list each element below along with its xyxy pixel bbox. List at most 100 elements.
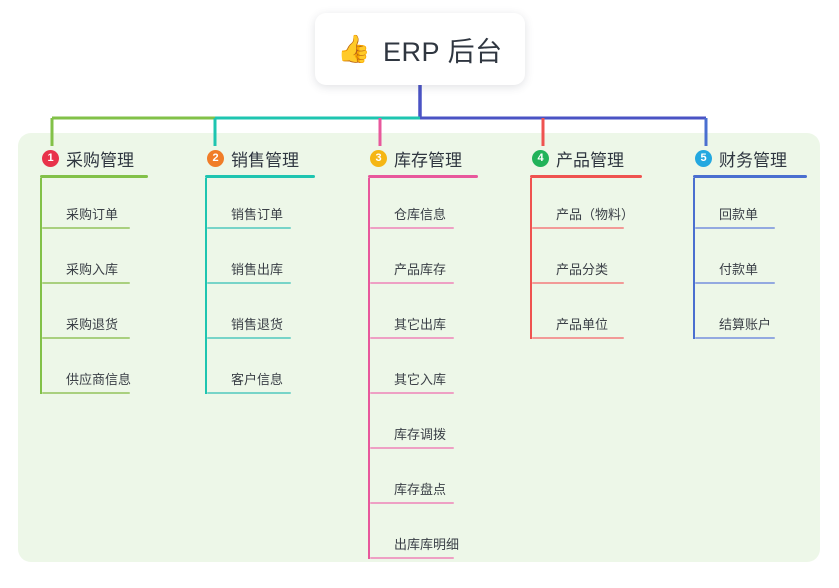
branch-item-label: 采购退货 [66,317,119,332]
branch-spine-5 [693,178,695,339]
branch-spine-1 [40,178,42,394]
branch-item-underline [695,282,775,284]
branch-spine-3 [368,178,370,559]
branch-item-underline [532,337,624,339]
branch-item-underline [370,502,454,504]
branch-item[interactable]: 产品单位 [530,288,642,343]
root-title: ERP 后台 [383,36,503,67]
branch-item[interactable]: 销售出库 [205,233,315,288]
branch-item[interactable]: 产品分类 [530,233,642,288]
root-node[interactable]: 👍 ERP 后台 [315,13,525,85]
branch-item-underline [42,392,130,394]
branches-panel [18,133,820,562]
branch-item[interactable]: 产品（物料） [530,178,642,233]
branch-item-label: 回款单 [719,207,759,222]
branch-title-5: 财务管理 [719,150,787,170]
branch-column-3: 3 库存管理仓库信息产品库存其它出库其它入库库存调拨库存盘点出库库明细 [368,146,478,563]
branch-badge-4: 4 [532,149,549,167]
branch-item-label: 库存盘点 [394,482,447,497]
branch-item-label: 销售订单 [231,207,284,222]
branch-badge-1: 1 [42,149,59,167]
branch-item[interactable]: 其它入库 [368,343,478,398]
branch-item-label: 客户信息 [231,372,284,387]
branch-item[interactable]: 采购退货 [40,288,148,343]
branch-item[interactable]: 采购入库 [40,233,148,288]
branch-item-underline [532,282,624,284]
branch-item-label: 其它入库 [394,372,447,387]
branch-items-3: 仓库信息产品库存其它出库其它入库库存调拨库存盘点出库库明细 [368,178,478,563]
branch-item[interactable]: 库存盘点 [368,453,478,508]
branch-underline-5 [693,175,807,178]
branch-item[interactable]: 仓库信息 [368,178,478,233]
branch-item[interactable]: 供应商信息 [40,343,148,398]
branch-item[interactable]: 客户信息 [205,343,315,398]
branch-column-4: 4 产品管理产品（物料） 产品分类产品单位 [530,146,642,343]
branch-title-1: 采购管理 [66,150,134,170]
branch-header-3[interactable]: 3 库存管理 [368,146,478,170]
branch-item-label: 出库库明细 [394,537,460,552]
branch-item[interactable]: 库存调拨 [368,398,478,453]
branch-item[interactable]: 付款单 [693,233,807,288]
branch-item-label: 其它出库 [394,317,447,332]
branch-item[interactable]: 回款单 [693,178,807,233]
branch-item-label: 供应商信息 [66,372,132,387]
branch-item-label: 产品分类 [556,262,609,277]
thumbs-up-icon: 👍 [337,33,372,64]
branch-item-label: 采购入库 [66,262,119,277]
branch-item-underline [207,392,291,394]
branch-item-underline [42,227,130,229]
branch-spine-4 [530,178,532,339]
branch-item-label: 销售退货 [231,317,284,332]
branch-item-underline [370,447,454,449]
branch-item-label: 产品（物料） [556,207,635,222]
branch-item[interactable]: 产品库存 [368,233,478,288]
branch-item-underline [207,282,291,284]
branch-title-3: 库存管理 [394,150,462,170]
branch-item-label: 产品库存 [394,262,447,277]
branch-item[interactable]: 其它出库 [368,288,478,343]
branch-item-label: 仓库信息 [394,207,447,222]
branch-item[interactable]: 销售退货 [205,288,315,343]
branch-items-2: 销售订单销售出库销售退货客户信息 [205,178,315,398]
branch-item-label: 库存调拨 [394,427,447,442]
branch-item-underline [370,557,454,559]
branch-item[interactable]: 销售订单 [205,178,315,233]
branch-items-5: 回款单付款单结算账户 [693,178,807,343]
branch-header-4[interactable]: 4 产品管理 [530,146,642,170]
branch-item-underline [370,392,454,394]
branch-underline-2 [205,175,315,178]
branch-item[interactable]: 结算账户 [693,288,807,343]
branch-title-4: 产品管理 [556,150,624,170]
branch-header-5[interactable]: 5 财务管理 [693,146,807,170]
branch-item[interactable]: 采购订单 [40,178,148,233]
branch-item-label: 销售出库 [231,262,284,277]
branch-spine-2 [205,178,207,394]
branch-items-4: 产品（物料） 产品分类产品单位 [530,178,642,343]
branch-item-label: 付款单 [719,262,759,277]
branch-item-underline [42,282,130,284]
branch-column-1: 1 采购管理采购订单采购入库采购退货供应商信息 [40,146,148,398]
branch-item-underline [42,337,130,339]
branch-item-label: 采购订单 [66,207,119,222]
branch-badge-5: 5 [695,149,712,167]
branch-underline-1 [40,175,148,178]
branch-badge-3: 3 [370,149,387,167]
branch-item-underline [532,227,624,229]
branch-title-2: 销售管理 [231,150,299,170]
branch-header-1[interactable]: 1 采购管理 [40,146,148,170]
branch-underline-4 [530,175,642,178]
branch-item-underline [207,227,291,229]
branch-item-underline [695,337,775,339]
branch-item-underline [207,337,291,339]
branch-item[interactable]: 出库库明细 [368,508,478,563]
branch-badge-2: 2 [207,149,224,167]
branch-item-underline [370,337,454,339]
branch-item-label: 产品单位 [556,317,609,332]
branch-column-5: 5 财务管理回款单付款单结算账户 [693,146,807,343]
branch-underline-3 [368,175,478,178]
branch-items-1: 采购订单采购入库采购退货供应商信息 [40,178,148,398]
branch-item-underline [370,227,454,229]
branch-header-2[interactable]: 2 销售管理 [205,146,315,170]
branch-item-underline [370,282,454,284]
